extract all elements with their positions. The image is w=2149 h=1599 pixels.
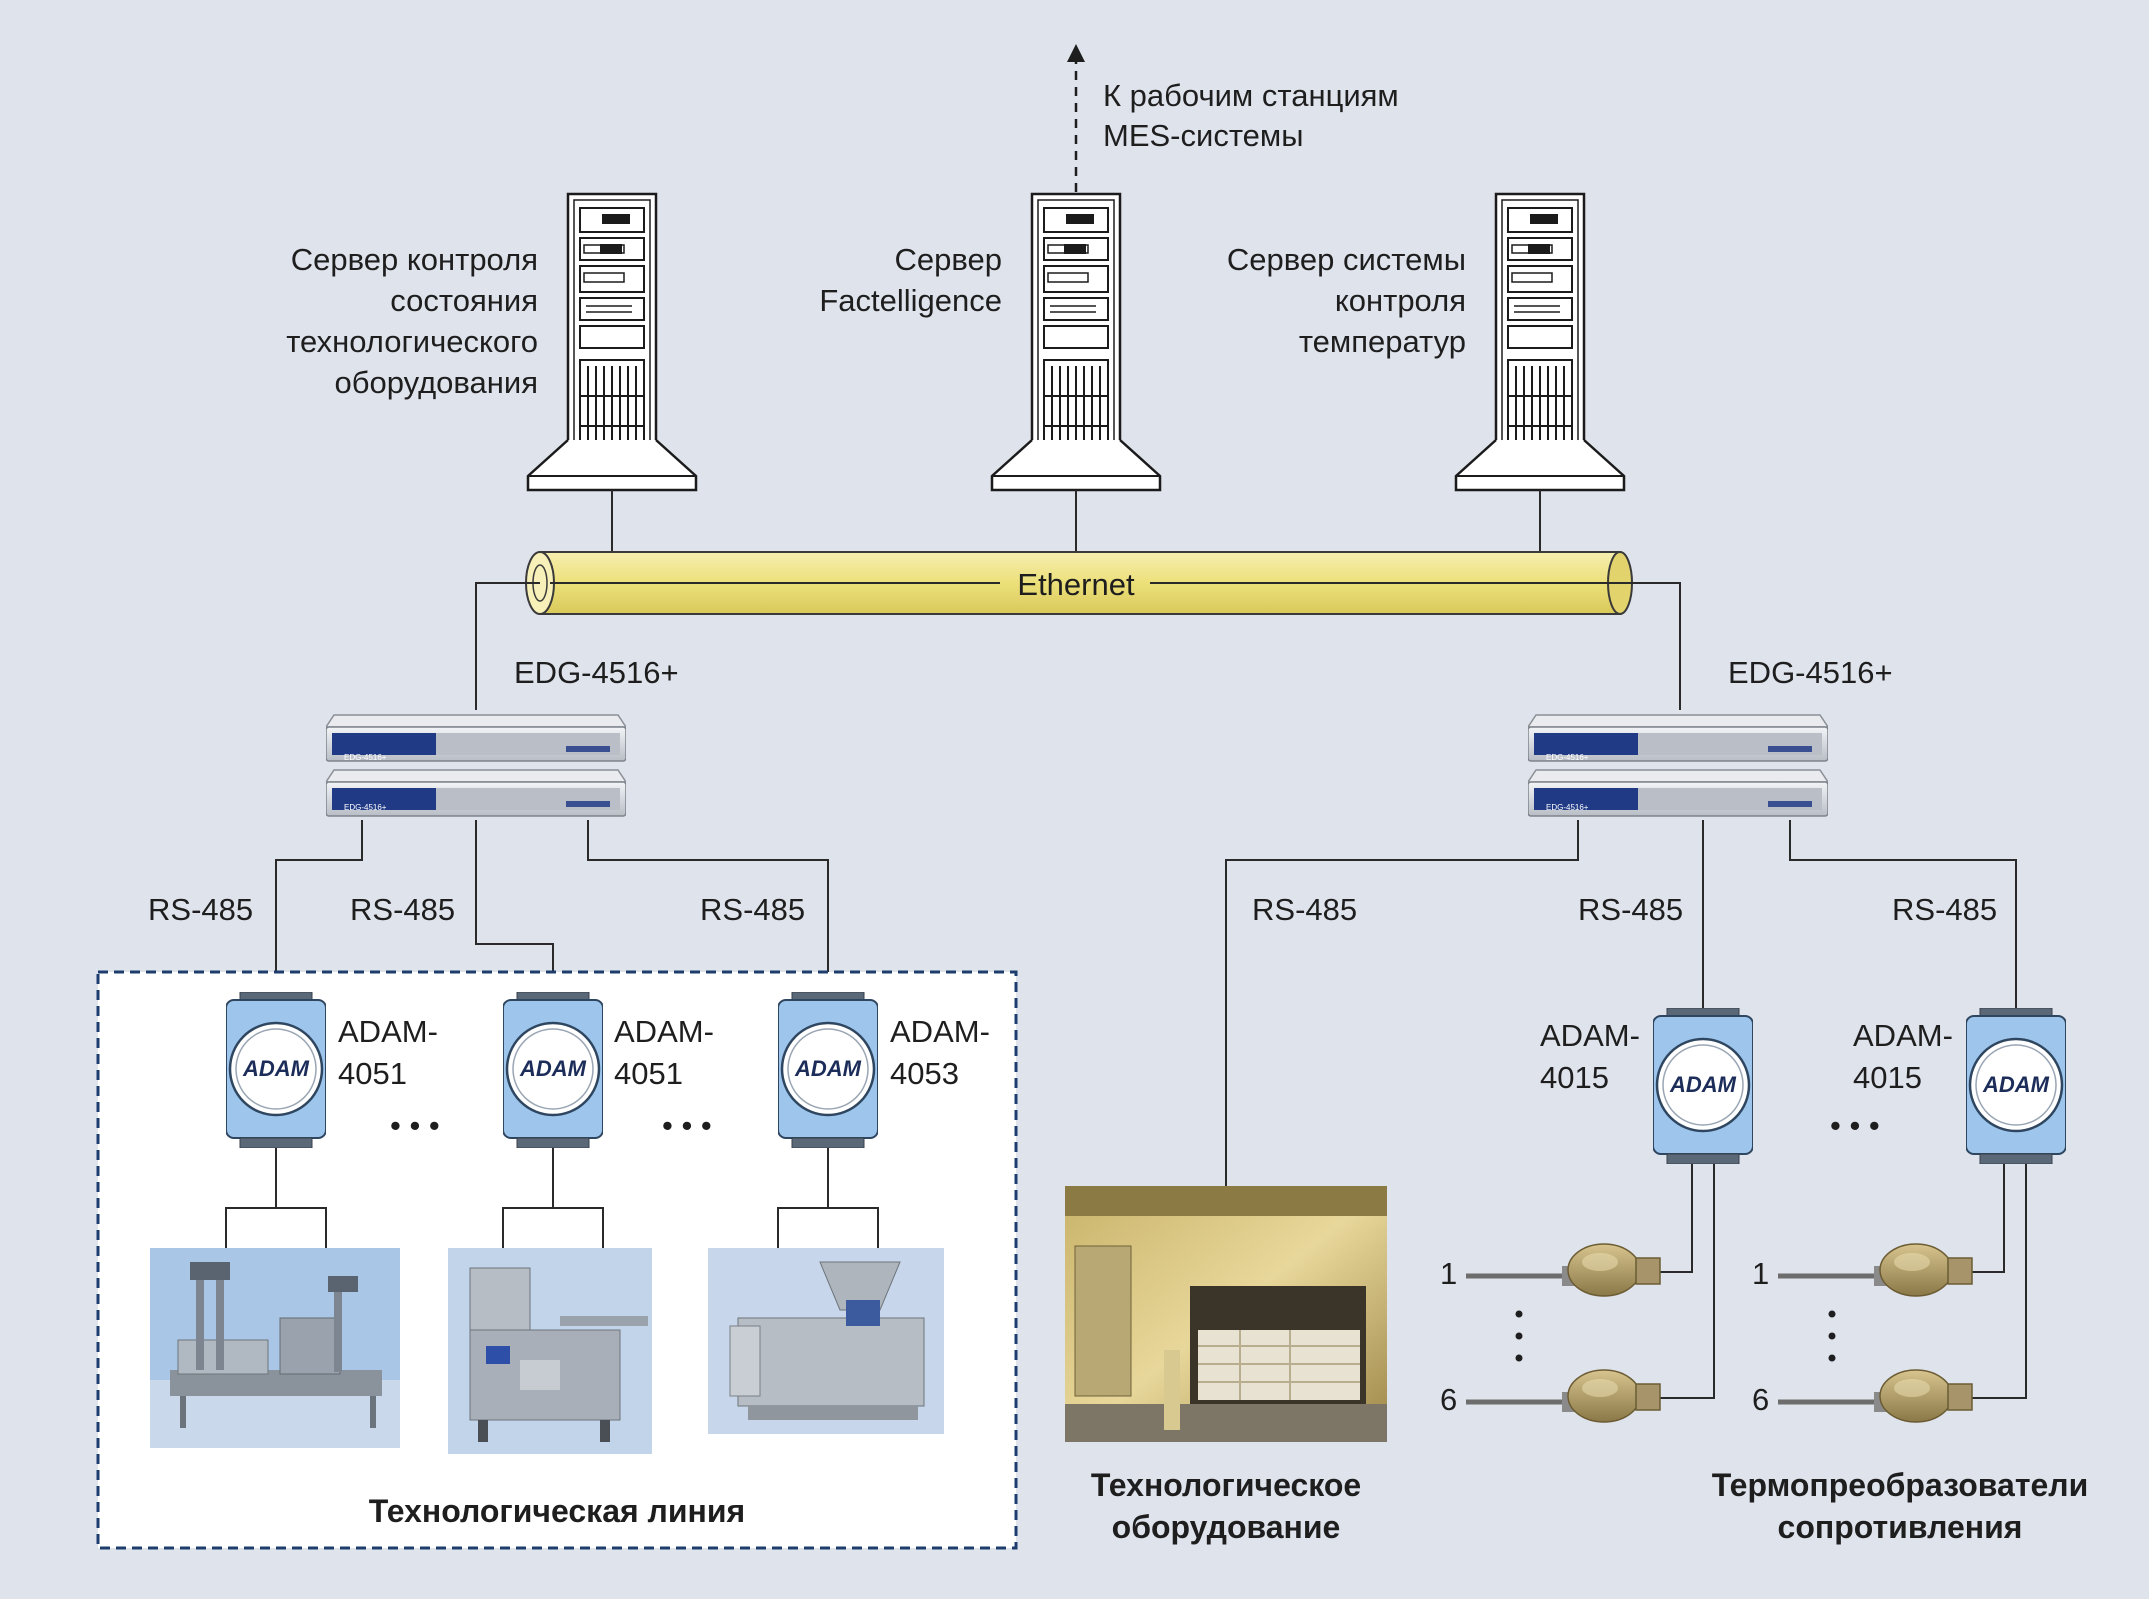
- server-label-equipment-monitoring: Сервер контроля состояния технологическо…: [286, 242, 538, 400]
- gateway-right-device: EDG-4516+ EDG-4516+: [1528, 714, 1828, 817]
- rs485-left-3: RS-485: [700, 892, 805, 927]
- server-label-temperature: Сервер системы контроля температур: [1227, 242, 1466, 359]
- machine-photo-fryer: [150, 1248, 400, 1448]
- ethernet-label: Ethernet: [1017, 567, 1135, 602]
- svg-text:EDG-4516+: EDG-4516+: [344, 803, 387, 812]
- svg-text:EDG-4516+: EDG-4516+: [1546, 803, 1589, 812]
- adam-label-4053: ADAM- 4053: [890, 1014, 990, 1091]
- adam-module-4051-a: ADAM: [226, 992, 326, 1148]
- svg-text:4053: 4053: [890, 1056, 959, 1091]
- machine-photo-former: [448, 1248, 652, 1454]
- svg-text:технологического: технологического: [286, 324, 538, 359]
- svg-text:4051: 4051: [614, 1056, 683, 1091]
- sensor-icon-b1: [1778, 1244, 1972, 1296]
- svg-text:контроля: контроля: [1335, 283, 1466, 318]
- svg-text:4015: 4015: [1853, 1060, 1922, 1095]
- adam-label-4051-a: ADAM- 4051: [338, 1014, 438, 1091]
- server-label-factelligence: Сервер Factelligence: [819, 242, 1002, 318]
- svg-text:ADAM-: ADAM-: [614, 1014, 714, 1049]
- svg-text:Сервер: Сервер: [895, 242, 1002, 277]
- adam-module-4053: ADAM: [778, 992, 878, 1148]
- rs485-left-1: RS-485: [148, 892, 253, 927]
- vertical-ellipsis-a: [1515, 1310, 1523, 1362]
- ellipsis-left-2: • • •: [662, 1108, 712, 1143]
- rs485-right-1: RS-485: [1252, 892, 1357, 927]
- svg-text:состояния: состояния: [390, 283, 538, 318]
- svg-text:ADAM-: ADAM-: [1853, 1018, 1953, 1053]
- server-icon-temperature: [1454, 192, 1626, 492]
- equipment-photo: [1065, 1186, 1387, 1442]
- svg-text:EDG-4516+: EDG-4516+: [344, 753, 387, 762]
- sensor-icon-b6: [1778, 1370, 1972, 1422]
- adam-module-4015-a: ADAM: [1653, 1008, 1753, 1164]
- ellipsis-right: • • •: [1830, 1108, 1880, 1143]
- svg-text:ADAM-: ADAM-: [890, 1014, 990, 1049]
- adam-label-4015-a: ADAM- 4015: [1540, 1018, 1640, 1095]
- ellipsis-left-1: • • •: [390, 1108, 440, 1143]
- rs485-right-2: RS-485: [1578, 892, 1683, 927]
- vertical-ellipsis-b: [1828, 1310, 1836, 1362]
- sensor-number-a-last: 6: [1440, 1382, 1457, 1417]
- svg-text:ADAM: ADAM: [242, 1056, 310, 1081]
- svg-text:ADAM: ADAM: [519, 1056, 587, 1081]
- svg-text:EDG-4516+: EDG-4516+: [1546, 753, 1589, 762]
- server-icon-equipment-monitoring: [526, 192, 698, 492]
- gateway-left-device: EDG-4516+ EDG-4516+: [326, 714, 626, 817]
- server-icon-factelligence: [990, 192, 1162, 492]
- svg-text:ADAM: ADAM: [1669, 1072, 1737, 1097]
- svg-text:сопротивления: сопротивления: [1778, 1509, 2023, 1545]
- svg-text:оборудования: оборудования: [334, 365, 538, 400]
- mes-note-line2: MES-системы: [1103, 118, 1304, 153]
- svg-text:Термопреобразователи: Термопреобразователи: [1712, 1467, 2089, 1503]
- svg-text:ADAM-: ADAM-: [1540, 1018, 1640, 1053]
- svg-text:ADAM: ADAM: [1982, 1072, 2050, 1097]
- svg-text:ADAM: ADAM: [794, 1056, 862, 1081]
- gateway-right-label: EDG-4516+: [1728, 655, 1893, 690]
- sensor-number-b-first: 1: [1752, 1256, 1769, 1291]
- caption-sensors: Термопреобразователи сопротивления: [1712, 1467, 2089, 1545]
- adam-label-4015-b: ADAM- 4015: [1853, 1018, 1953, 1095]
- machine-photo-filler: [708, 1248, 944, 1434]
- svg-text:Технологическое: Технологическое: [1091, 1467, 1361, 1503]
- svg-text:Сервер контроля: Сервер контроля: [291, 242, 538, 277]
- caption-equipment: Технологическое оборудование: [1091, 1467, 1361, 1545]
- sensor-icon-a1: [1466, 1244, 1660, 1296]
- svg-text:Factelligence: Factelligence: [819, 283, 1002, 318]
- sensor-number-a-first: 1: [1440, 1256, 1457, 1291]
- sensor-icon-a6: [1466, 1370, 1660, 1422]
- gateway-left-label: EDG-4516+: [514, 655, 679, 690]
- svg-text:оборудование: оборудование: [1112, 1509, 1341, 1545]
- adam-module-4051-b: ADAM: [503, 992, 603, 1148]
- caption-technological-line: Технологическая линия: [369, 1493, 745, 1529]
- svg-text:ADAM-: ADAM-: [338, 1014, 438, 1049]
- svg-text:Сервер системы: Сервер системы: [1227, 242, 1466, 277]
- mes-note-line1: К рабочим станциям: [1103, 78, 1399, 113]
- svg-text:температур: температур: [1299, 324, 1466, 359]
- svg-text:MES-системы: MES-системы: [1103, 118, 1304, 153]
- svg-text:4051: 4051: [338, 1056, 407, 1091]
- svg-text:4015: 4015: [1540, 1060, 1609, 1095]
- svg-text:К рабочим станциям: К рабочим станциям: [1103, 78, 1399, 113]
- rs485-right-3: RS-485: [1892, 892, 1997, 927]
- rs485-left-2: RS-485: [350, 892, 455, 927]
- adam-module-4015-b: ADAM: [1966, 1008, 2066, 1164]
- sensor-number-b-last: 6: [1752, 1382, 1769, 1417]
- adam-label-4051-b: ADAM- 4051: [614, 1014, 714, 1091]
